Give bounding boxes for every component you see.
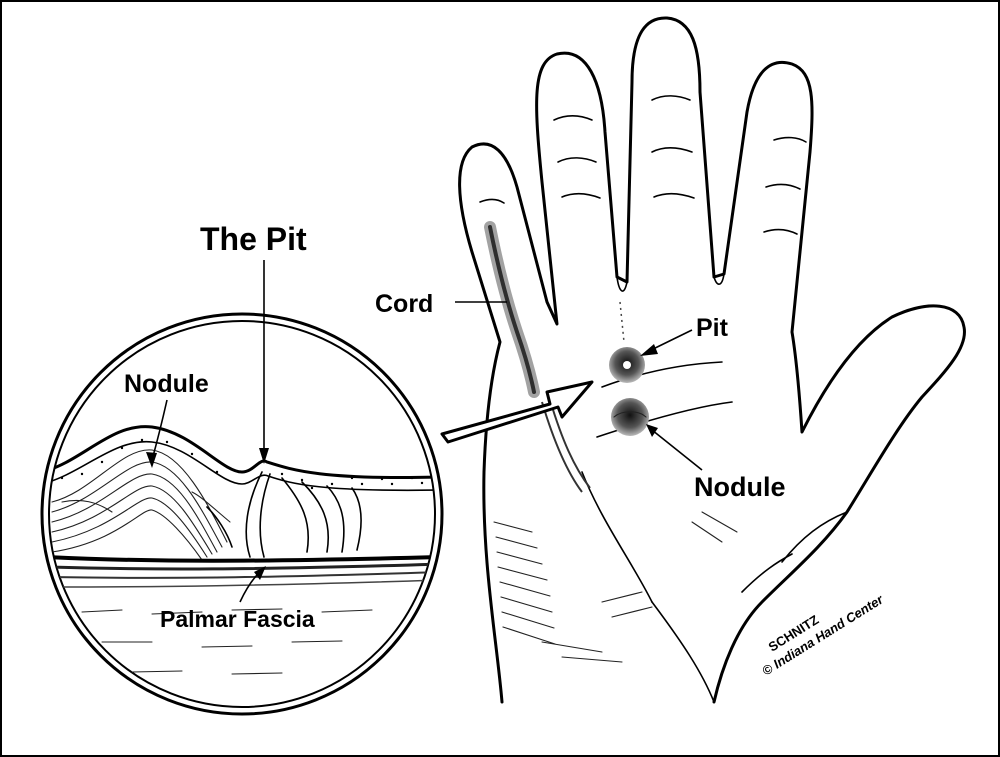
palm-crease (601, 361, 723, 388)
hand-illustration: SCHNITZ © Indiana Hand Center (458, 16, 966, 704)
leader-lines (146, 260, 703, 603)
palm-hatching (493, 511, 738, 663)
label-cord: Cord (375, 290, 433, 318)
finger-crease (763, 228, 798, 235)
finger-crease (557, 157, 597, 163)
pit-fibers (206, 471, 362, 558)
palm-crease (596, 401, 733, 438)
cord-shading (484, 221, 591, 493)
finger-crease (765, 183, 801, 190)
finger-crease (553, 115, 593, 121)
cross-section-inset (40, 312, 444, 716)
finger-base (616, 276, 628, 292)
finger-base (713, 273, 725, 285)
label-pit: Pit (696, 314, 729, 342)
palm-crease (651, 601, 715, 703)
label-nodule-inset: Nodule (124, 370, 209, 398)
finger-crease (479, 198, 505, 204)
thumb-crease (781, 511, 848, 563)
finger-crease (651, 147, 693, 153)
finger-crease (561, 192, 601, 199)
finger-crease (773, 136, 807, 143)
subcutaneous-dashes (81, 608, 373, 675)
hand-outline (458, 16, 966, 704)
pit-center (623, 361, 631, 369)
callout-arrow (440, 380, 594, 444)
label-the-pit: The Pit (200, 221, 307, 257)
thumb-crease (741, 553, 793, 593)
dermis-stipple (60, 438, 424, 490)
label-palmar-fascia: Palmar Fascia (160, 606, 315, 632)
skin-surface (49, 425, 435, 480)
palm-crease (581, 471, 653, 603)
finger-crease (653, 192, 695, 199)
nodule-mark (611, 398, 649, 436)
label-nodule-hand: Nodule (694, 472, 786, 502)
palmar-fascia-layers (49, 555, 435, 588)
finger-crease (651, 95, 691, 101)
